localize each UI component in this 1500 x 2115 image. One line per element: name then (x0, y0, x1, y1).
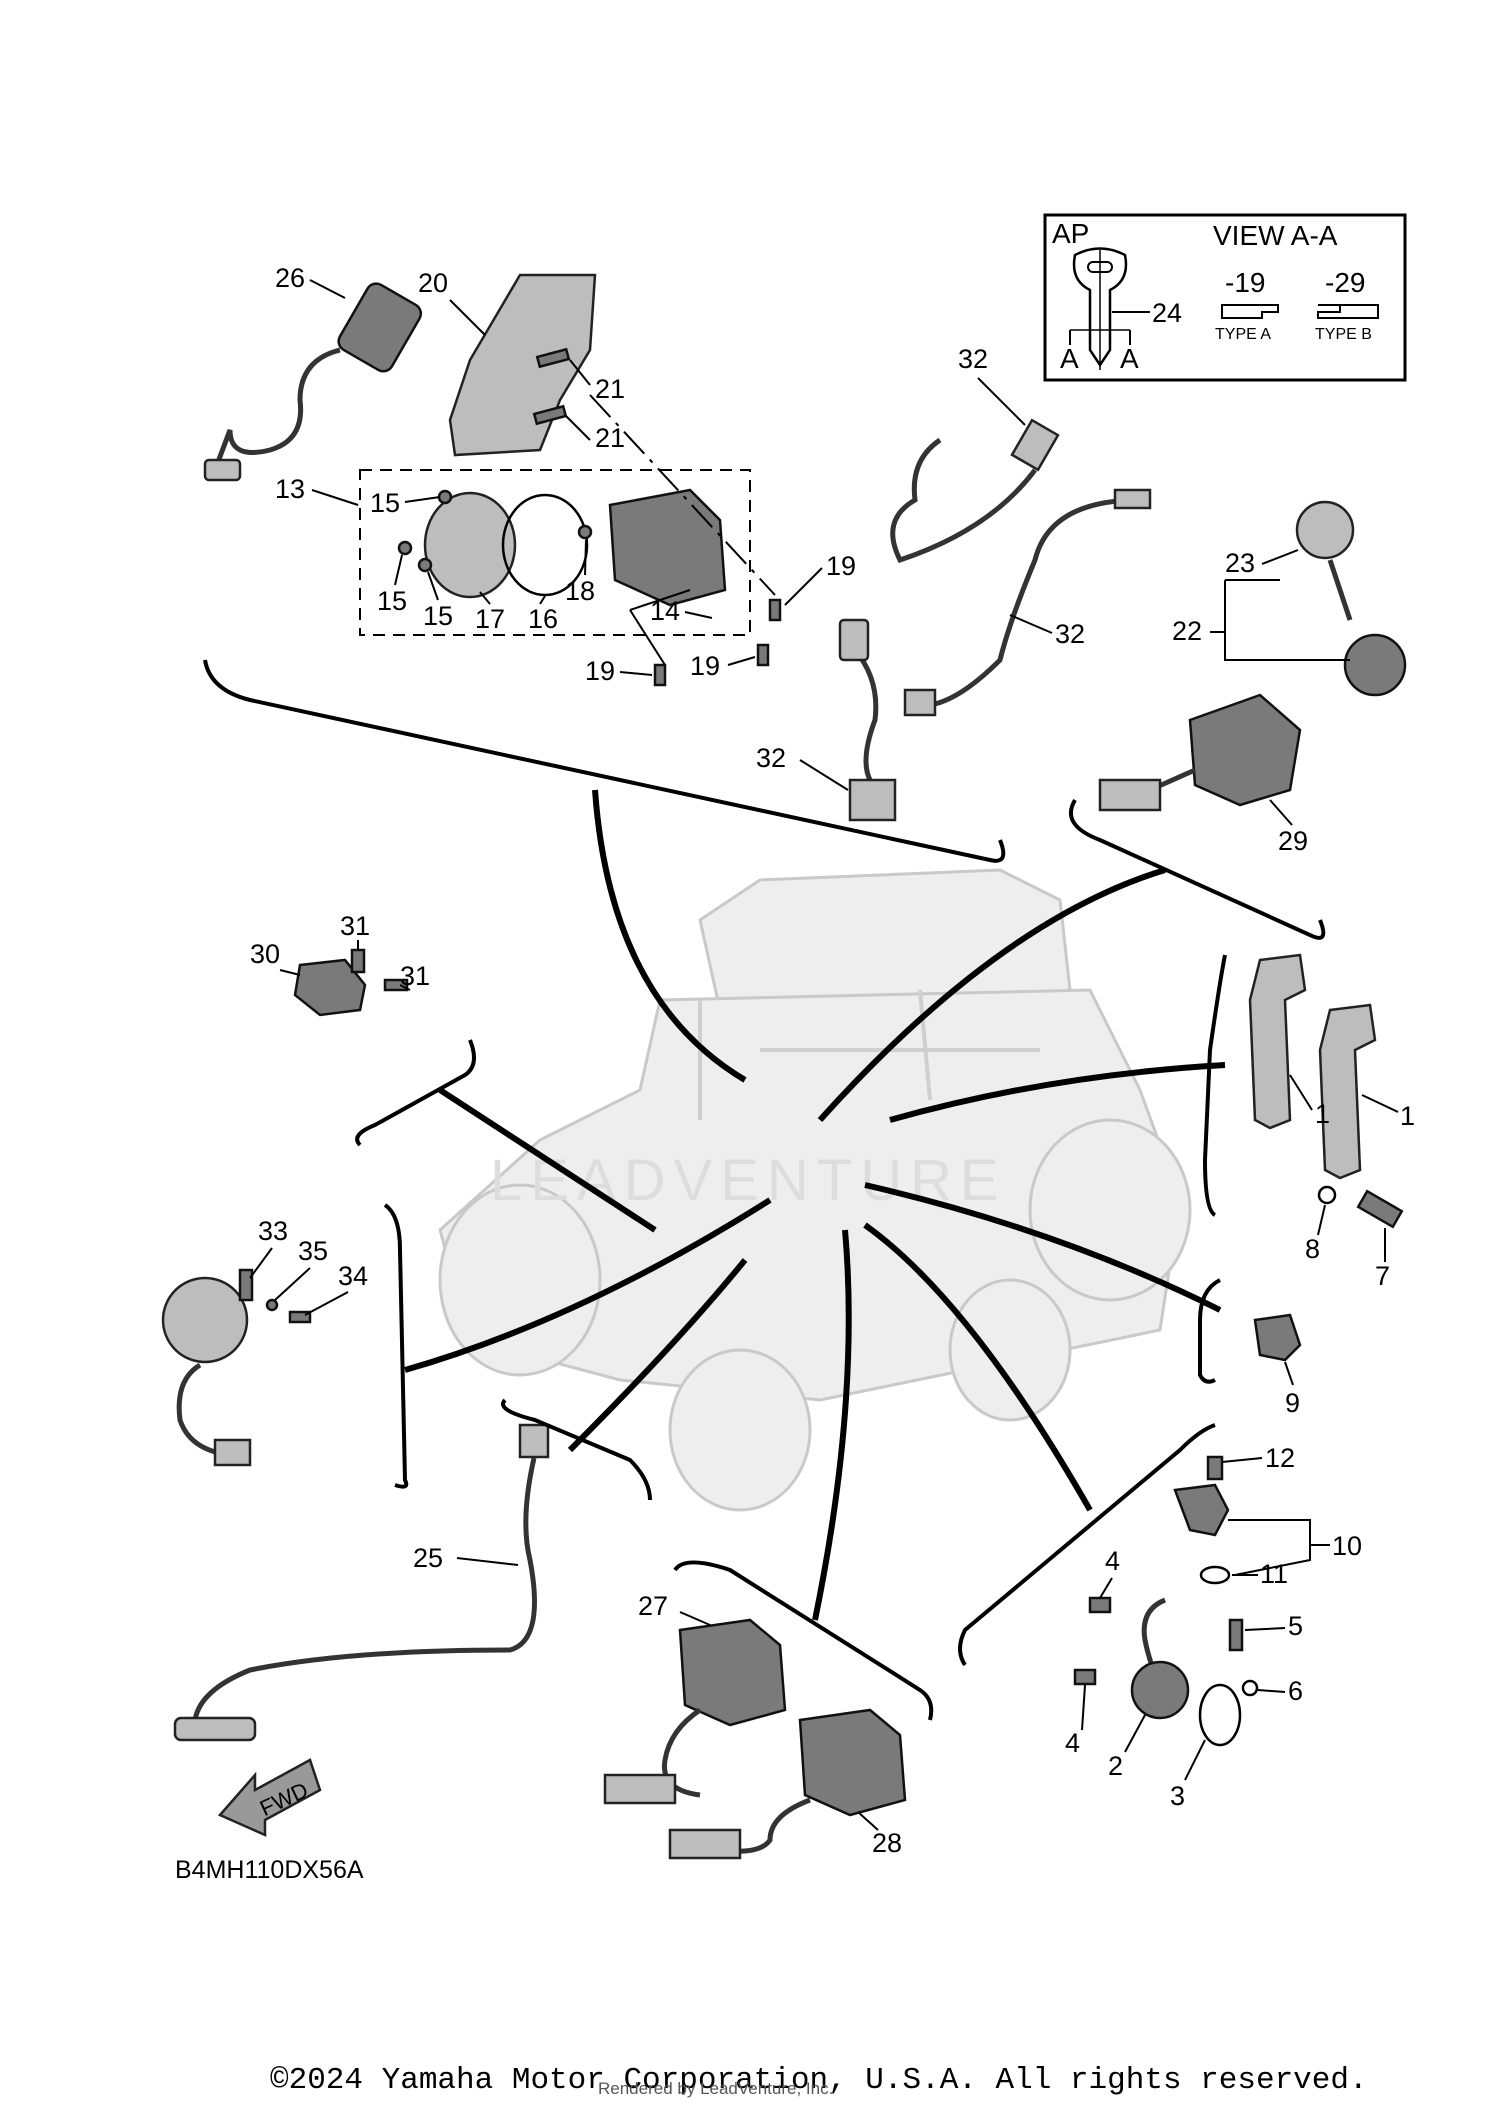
switch-28-icon (798, 1708, 907, 1817)
horn-icon (161, 1276, 249, 1364)
washer-6-icon (1241, 1679, 1259, 1697)
callout-17: 17 (475, 604, 505, 634)
callout-31-top: 31 (340, 911, 370, 941)
callout-6: 6 (1288, 1676, 1303, 1706)
sensor-coupler-icon (848, 778, 897, 822)
type-a-label: TYPE A (1215, 326, 1271, 343)
callout-24: 24 (1152, 298, 1182, 328)
fwd-arrow-icon: FWD (217, 1758, 322, 1837)
sensor-connector-icon (1010, 418, 1060, 472)
callout-34: 34 (338, 1261, 368, 1291)
callout-32-mid: 32 (1055, 619, 1085, 649)
callout-27: 27 (638, 1591, 668, 1621)
type-b-part: -29 (1325, 267, 1365, 298)
callout-8: 8 (1305, 1234, 1320, 1264)
callout-30: 30 (250, 939, 280, 969)
sensor-30-group: 30 31 31 (250, 911, 430, 1017)
ignition-switch-icon (1188, 693, 1302, 807)
callout-2: 2 (1108, 1751, 1123, 1781)
callout-20: 20 (418, 268, 448, 298)
view-label-ap: AP (1052, 218, 1089, 249)
callout-5: 5 (1288, 1611, 1303, 1641)
speed-sensor-icon (1173, 1483, 1230, 1537)
watermark-text: Rendered by LeadVenture, Inc. (598, 2079, 834, 2098)
callout-9: 9 (1285, 1388, 1300, 1418)
callout-33: 33 (258, 1216, 288, 1246)
callout-16: 16 (528, 604, 558, 634)
section-mark-right: A (1120, 343, 1139, 374)
callout-23: 23 (1225, 548, 1255, 578)
o-ring-8-icon (1317, 1185, 1337, 1205)
copyright-notice: ©2024 Yamaha Motor Corporation, U.S.A. A… (270, 2063, 1368, 2098)
callout-35: 35 (298, 1236, 328, 1266)
key-icon (1069, 247, 1131, 370)
diagram-code: B4MH110DX56A (175, 1856, 364, 1884)
callout-19-mid: 19 (690, 651, 720, 681)
callout-10: 10 (1332, 1531, 1362, 1561)
callout-15-top: 15 (370, 488, 400, 518)
callout-29: 29 (1278, 826, 1308, 856)
screw-19-icon (653, 598, 782, 687)
key-fob-icon (1295, 500, 1355, 560)
horn-group: 33 35 34 (161, 1216, 368, 1467)
view-a-a-inset: AP VIEW A-A A A 24 -19 -29 TYPE A TYPE B (1043, 213, 1407, 382)
callout-13: 13 (275, 474, 305, 504)
screw-icon (397, 489, 593, 573)
o-ring-3-icon (1198, 1683, 1242, 1747)
callout-21-upper: 21 (595, 374, 625, 404)
callout-12: 12 (1265, 1443, 1295, 1473)
callout-1-left: 1 (1315, 1099, 1330, 1129)
callout-4-upper: 4 (1105, 1546, 1120, 1576)
wiring-lead-group: 32 32 32 (756, 344, 1152, 822)
callout-3: 3 (1170, 1781, 1185, 1811)
section-mark-left: A (1060, 343, 1079, 374)
o-ring-11-icon (1199, 1565, 1231, 1585)
callout-32-bottom: 32 (756, 743, 786, 773)
callout-19-left: 19 (585, 656, 615, 686)
group-brackets (203, 659, 1326, 1721)
callout-11: 11 (1260, 1559, 1288, 1589)
temp-sensor-icon (1356, 1189, 1404, 1229)
callout-26: 26 (275, 263, 305, 293)
sensor-2-icon (1130, 1660, 1190, 1720)
callout-31-right: 31 (400, 961, 430, 991)
pressure-switch-icon (1253, 1313, 1302, 1362)
lead-connector-icon (173, 1716, 257, 1742)
callout-22: 22 (1172, 616, 1202, 646)
meter-assembly-box (359, 469, 751, 636)
callout-28: 28 (872, 1828, 902, 1858)
callout-19-right: 19 (826, 551, 856, 581)
type-a-part: -19 (1225, 267, 1265, 298)
bracket-icon (448, 273, 597, 457)
bolt-icon (532, 347, 571, 426)
type-b-label: TYPE B (1315, 326, 1372, 343)
lead-25-group: 25 (173, 1423, 550, 1742)
view-title: VIEW A-A (1213, 220, 1338, 251)
callout-14: 14 (650, 596, 680, 626)
callout-7: 7 (1375, 1261, 1390, 1291)
meter-lens-icon (423, 491, 517, 599)
callout-4-lower: 4 (1065, 1728, 1080, 1758)
switch-group: 27 28 (603, 1591, 907, 1860)
ignition-coil-icon (1248, 953, 1377, 1180)
callout-21-lower: 21 (595, 423, 625, 453)
callout-1-right: 1 (1400, 1101, 1415, 1131)
gasket-icon (501, 493, 589, 597)
callout-15-bottom: 15 (423, 601, 453, 631)
callout-15-left: 15 (377, 586, 407, 616)
callout-25: 25 (413, 1543, 443, 1573)
vehicle-silhouette: LEADVENTURE (438, 868, 1192, 1512)
top-left-group: 26 20 21 21 13 15 15 15 (203, 263, 856, 687)
callout-32-top: 32 (958, 344, 988, 374)
sensor-30-icon (293, 958, 367, 1017)
meter-body-icon (608, 488, 727, 607)
switch-27-icon (678, 1618, 787, 1727)
ignition-switch-group: 23 22 29 (1098, 500, 1407, 856)
power-outlet-icon (203, 282, 423, 482)
callout-18: 18 (565, 576, 595, 606)
right-parts-group: 1 1 8 7 9 12 10 11 4 4 5 6 (1065, 953, 1415, 1811)
